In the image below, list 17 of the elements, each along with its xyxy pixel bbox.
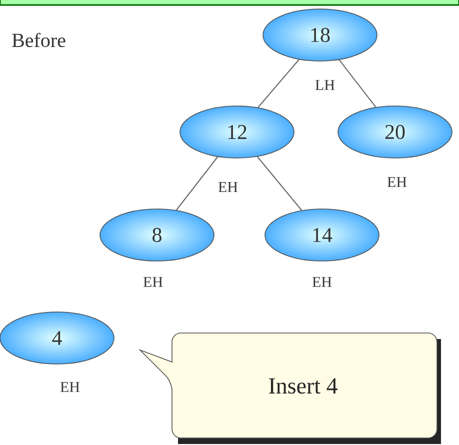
tree-node: 20 <box>338 106 452 158</box>
tree-node: 12 <box>180 106 294 158</box>
balance-label: EH <box>60 382 80 392</box>
balance-label: EH <box>387 177 407 187</box>
balance-label: EH <box>143 277 163 287</box>
tree-edge <box>176 156 218 211</box>
balance-label: EH <box>312 277 332 287</box>
tree-edge <box>256 156 302 211</box>
tree-edge <box>258 59 300 108</box>
tree-node: 14 <box>264 208 380 262</box>
tree-node: 8 <box>100 208 214 262</box>
balance-label: LH <box>315 80 335 90</box>
tree-edge <box>338 59 376 108</box>
tree-node: 18 <box>262 8 378 62</box>
tree-node: 4 <box>0 312 114 364</box>
balance-label: EH <box>218 182 238 192</box>
title: Before <box>12 32 66 48</box>
